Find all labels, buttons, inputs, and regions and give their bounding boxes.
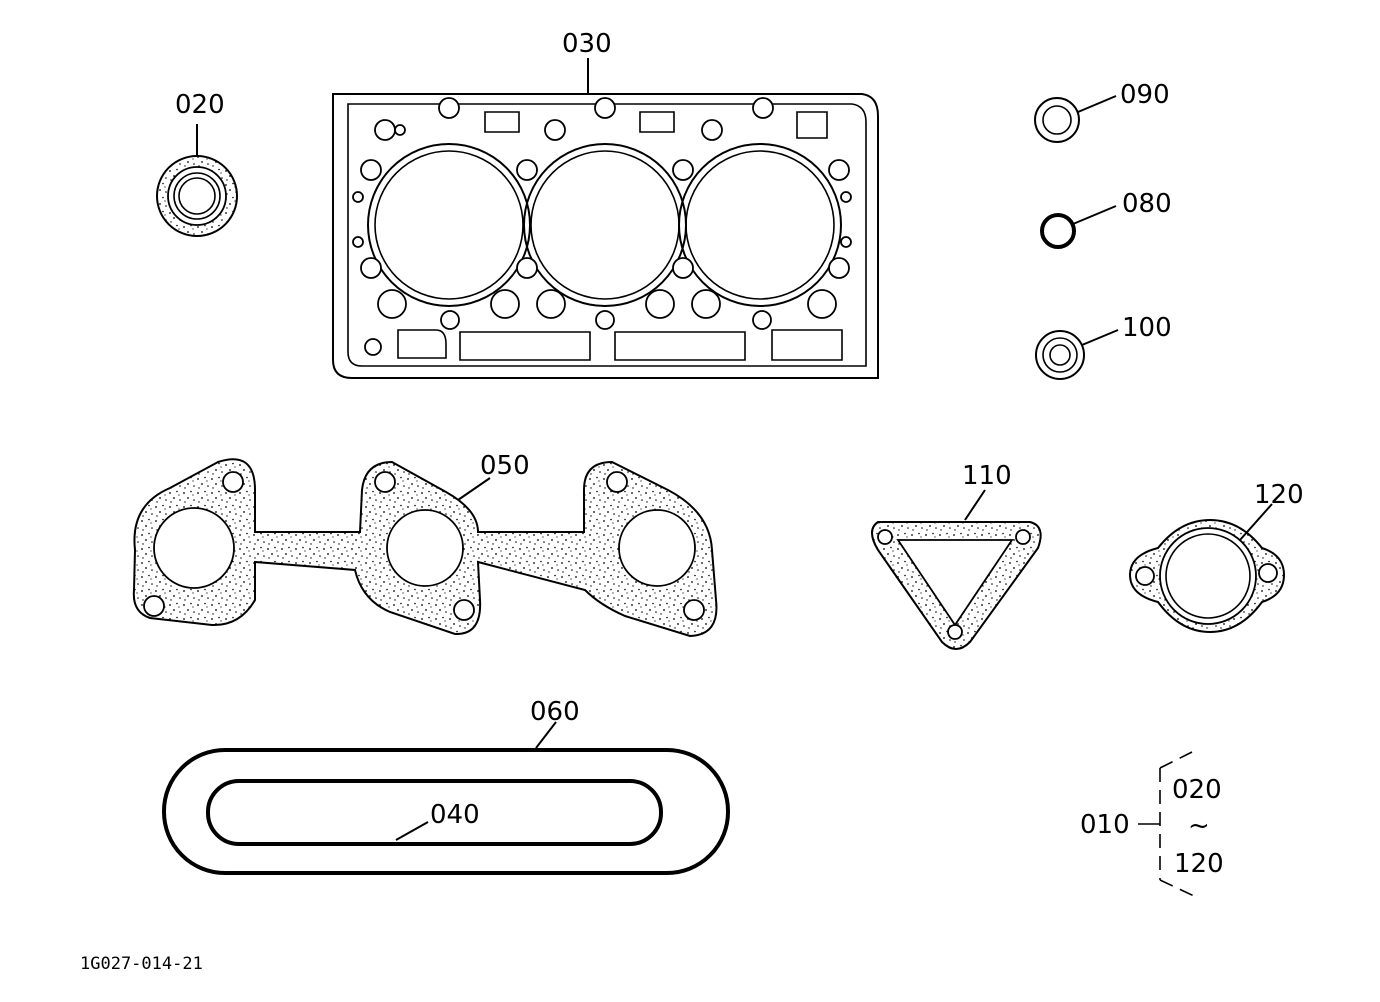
- callout-110: 110: [962, 461, 1012, 491]
- callout-010: 010: [1080, 810, 1130, 840]
- part-020-seal: [156, 124, 238, 237]
- part-080-o-ring: [1040, 205, 1117, 249]
- part-030-head-gasket: [332, 58, 879, 379]
- kit-range-from: 020: [1172, 775, 1222, 805]
- callout-050: 050: [480, 451, 530, 481]
- callout-040: 040: [430, 800, 480, 830]
- callout-060: 060: [530, 697, 580, 727]
- part-060-oval-gasket: [162, 721, 730, 875]
- part-100-seal: [1035, 329, 1119, 380]
- part-090-washer: [1034, 95, 1117, 143]
- drawing-code: 1G027-014-21: [80, 954, 203, 974]
- part-110-triangle-gasket: [871, 489, 1042, 650]
- part-120-flange-gasket: [1128, 503, 1286, 634]
- kit-range-tilde: ~: [1188, 811, 1210, 841]
- kit-bracket: [1138, 751, 1195, 897]
- callout-100: 100: [1122, 313, 1172, 343]
- callout-030: 030: [562, 29, 612, 59]
- callout-120: 120: [1254, 480, 1304, 510]
- part-040-oval-gasket: [206, 779, 663, 846]
- kit-range-to: 120: [1174, 849, 1224, 879]
- part-050-manifold-gasket: [132, 458, 718, 638]
- callout-080: 080: [1122, 189, 1172, 219]
- callout-090: 090: [1120, 80, 1170, 110]
- callout-020: 020: [175, 90, 225, 120]
